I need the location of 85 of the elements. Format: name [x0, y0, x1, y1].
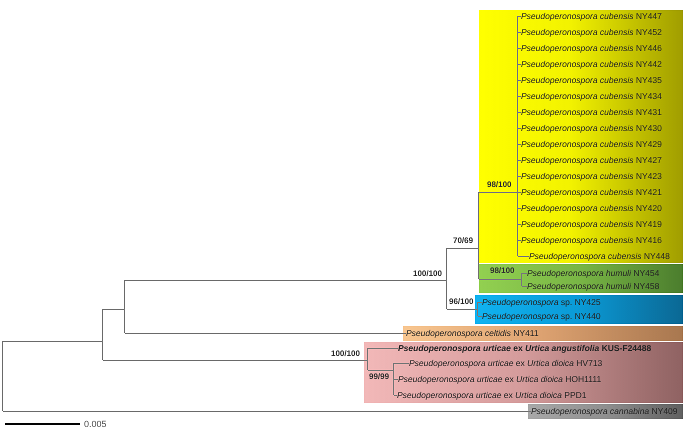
clade-band [364, 342, 683, 403]
branch-line [394, 395, 398, 396]
taxon-label: Pseudoperonospora cubensis NY435 [521, 74, 662, 86]
taxon-label: Pseudoperonospora sp. NY425 [482, 296, 601, 308]
branch-line [518, 64, 522, 65]
bootstrap-value: 98/100 [490, 266, 514, 276]
bootstrap-value: 99/99 [369, 372, 390, 382]
branch-line [518, 224, 522, 225]
node-line [477, 302, 478, 316]
branch-line [124, 333, 406, 334]
clade-band [528, 404, 683, 419]
taxon-label: Pseudoperonospora cubensis NY419 [521, 218, 662, 230]
taxon-label: Pseudoperonospora humuli NY458 [527, 280, 660, 292]
branch-line [518, 240, 522, 241]
taxon-label: Pseudoperonospora cubensis NY416 [521, 234, 662, 246]
branch-line [518, 16, 522, 17]
branch-line [518, 112, 522, 113]
branch-line [368, 370, 394, 371]
branch-line [394, 379, 398, 380]
bootstrap-value: 100/100 [413, 269, 442, 279]
node-line [2, 341, 3, 411]
branch-line [102, 360, 368, 361]
branch-line [522, 286, 528, 287]
node-line [517, 16, 518, 256]
bootstrap-value: 70/69 [453, 236, 474, 246]
branch-line [518, 208, 522, 209]
branch-line [446, 248, 478, 249]
branch-line [102, 309, 124, 310]
branch-line [518, 144, 522, 145]
branch-line [522, 273, 528, 274]
node-line [521, 273, 522, 286]
branch-line [368, 348, 398, 349]
taxon-label: Pseudoperonospora cubensis NY431 [521, 106, 662, 118]
taxon-label: Pseudoperonospora urticae ex Urtica dioica HV713 [409, 357, 602, 369]
taxon-label: Pseudoperonospora cubensis NY429 [521, 138, 662, 150]
branch-line [518, 192, 522, 193]
taxon-label: Pseudoperonospora cubensis NY448 [529, 250, 670, 262]
node-line [446, 248, 447, 309]
taxon-label: Pseudoperonospora cubensis NY430 [521, 122, 662, 134]
taxon-label: Pseudoperonospora urticae ex Urtica angustifolia KUS-F24488 [398, 342, 652, 354]
taxon-label: Pseudoperonospora cubensis NY452 [521, 26, 662, 38]
bootstrap-value: 100/100 [331, 349, 360, 359]
taxon-label: Pseudoperonospora urticae ex Urtica dioica HOH1111 [398, 373, 602, 385]
branch-line [518, 128, 522, 129]
node-line [367, 348, 368, 370]
branch-line [518, 176, 522, 177]
taxon-label: Pseudoperonospora cubensis NY447 [521, 10, 662, 22]
branch-line [518, 256, 530, 257]
taxon-label: Pseudoperonospora cannabina NY409 [531, 405, 678, 417]
taxon-label: Pseudoperonospora cubensis NY427 [521, 154, 662, 166]
taxon-label: Pseudoperonospora cubensis NY442 [521, 58, 662, 70]
scale-value: 0.005 [84, 418, 107, 430]
branch-line [518, 96, 522, 97]
branch-line [124, 280, 446, 281]
taxon-label: Pseudoperonospora cubensis NY421 [521, 186, 662, 198]
taxon-label: Pseudoperonospora celtidis NY411 [406, 327, 539, 339]
branch-line [2, 411, 532, 412]
branch-line [478, 302, 482, 303]
taxon-label: Pseudoperonospora urticae ex Urtica dioica PPD1 [397, 389, 586, 401]
taxon-label: Pseudoperonospora humuli NY454 [527, 267, 660, 279]
taxon-label: Pseudoperonospora sp. NY440 [482, 310, 601, 322]
branch-line [518, 48, 522, 49]
branch-line [446, 309, 478, 310]
branch-line [478, 316, 482, 317]
taxon-label: Pseudoperonospora cubensis NY434 [521, 90, 662, 102]
branch-line [518, 32, 522, 33]
clade-band [479, 10, 683, 263]
branch-line [478, 279, 522, 280]
taxon-label: Pseudoperonospora cubensis NY423 [521, 170, 662, 182]
node-line [102, 309, 103, 360]
taxon-label: Pseudoperonospora cubensis NY446 [521, 42, 662, 54]
node-line [478, 192, 479, 279]
node-line [124, 280, 125, 333]
clade-band [479, 264, 683, 293]
bootstrap-value: 96/100 [449, 297, 474, 307]
clade-band [403, 326, 683, 341]
branch-line [518, 80, 522, 81]
node-line [393, 363, 394, 395]
clade-band [475, 295, 683, 324]
branch-line [394, 363, 410, 364]
branch-line [2, 341, 102, 342]
branch-line [478, 192, 518, 193]
taxon-label: Pseudoperonospora cubensis NY420 [521, 202, 662, 214]
bootstrap-value: 98/100 [487, 180, 512, 190]
branch-line [518, 160, 522, 161]
